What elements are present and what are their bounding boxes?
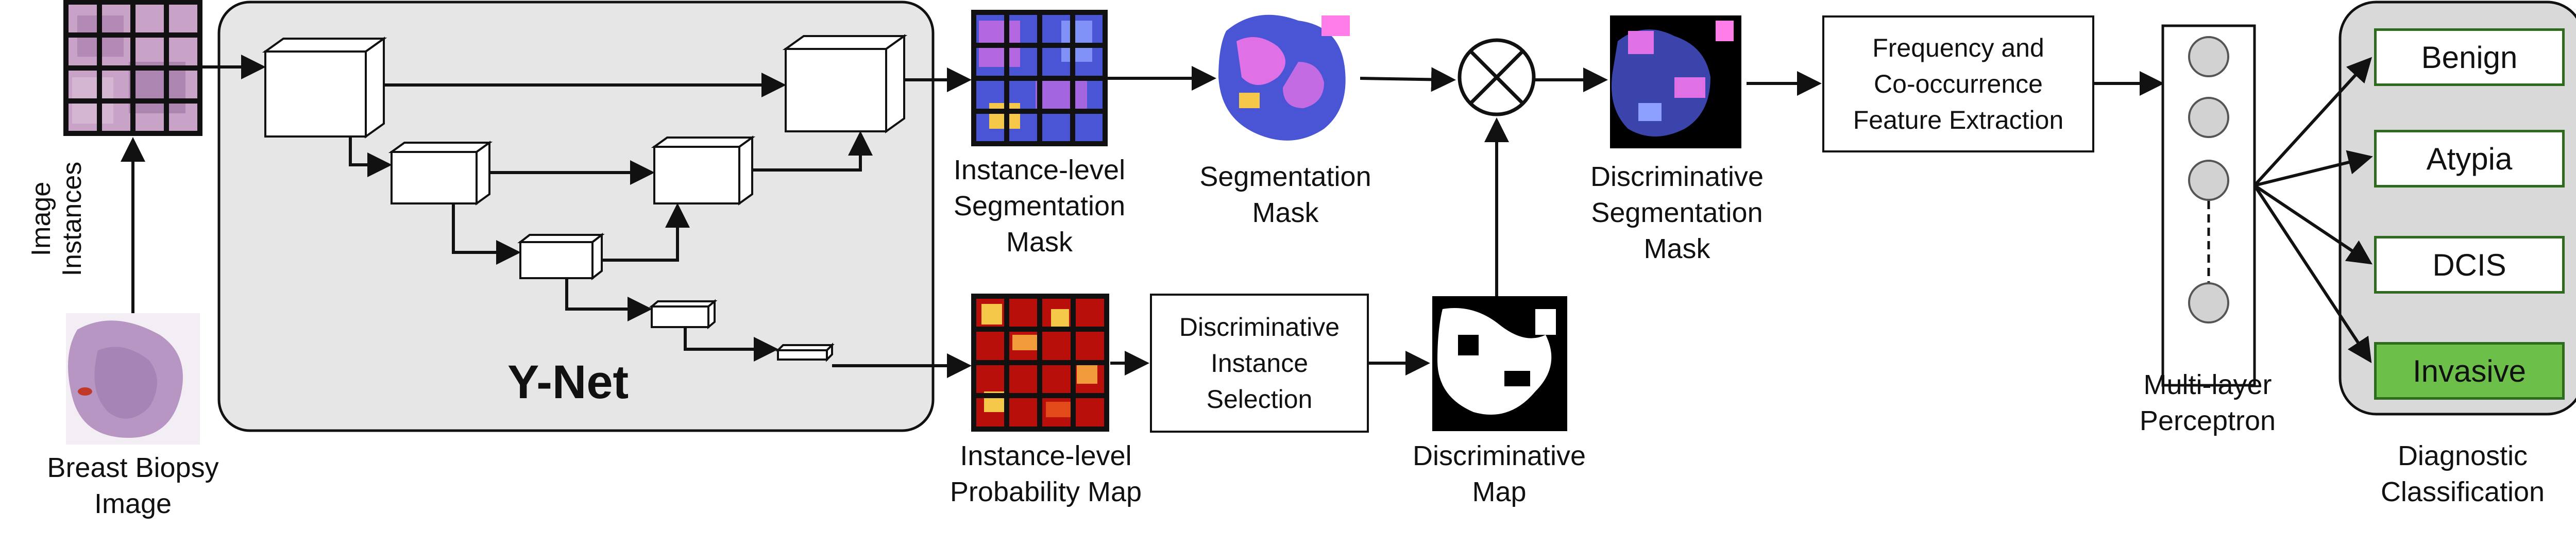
mlp-network (2161, 24, 2256, 387)
class-atypia: Atypia (2374, 130, 2565, 187)
discriminative-map-image (1432, 296, 1567, 431)
ynet-connections (349, 67, 972, 378)
arrow-seg-mask-to-multiply (1360, 67, 1456, 92)
class-benign: Benign (2374, 28, 2565, 86)
instance-probability-map-image (971, 294, 1109, 432)
image-instances-label: Image Instances (26, 161, 87, 277)
ynet-classification-branch-cube (775, 343, 835, 362)
discriminative-segmentation-mask-image (1610, 15, 1741, 148)
ynet-encoder-cube-1 (262, 37, 387, 139)
segmentation-mask-image (1218, 9, 1353, 144)
ynet-panel (217, 1, 935, 432)
class-invasive: Invasive (2374, 342, 2565, 400)
image-instances-grid (63, 0, 202, 136)
classification-panel (2338, 1, 2576, 416)
instance-segmentation-mask-image (971, 10, 1108, 146)
ynet-decoder-cube-2 (651, 135, 756, 206)
ynet-encoder-cube-2 (388, 141, 493, 206)
arrows-mlp-to-classes (2253, 57, 2373, 364)
breast-biopsy-image (66, 313, 200, 445)
ynet-title: Y-Net (507, 356, 629, 408)
ynet-decoder-cube-1 (782, 34, 908, 133)
class-dcis: DCIS (2374, 236, 2565, 294)
ynet-bottleneck-cube (517, 232, 605, 281)
multiply-operator (1458, 38, 1536, 116)
ynet-segmentation-branch-cube-1 (649, 299, 718, 330)
